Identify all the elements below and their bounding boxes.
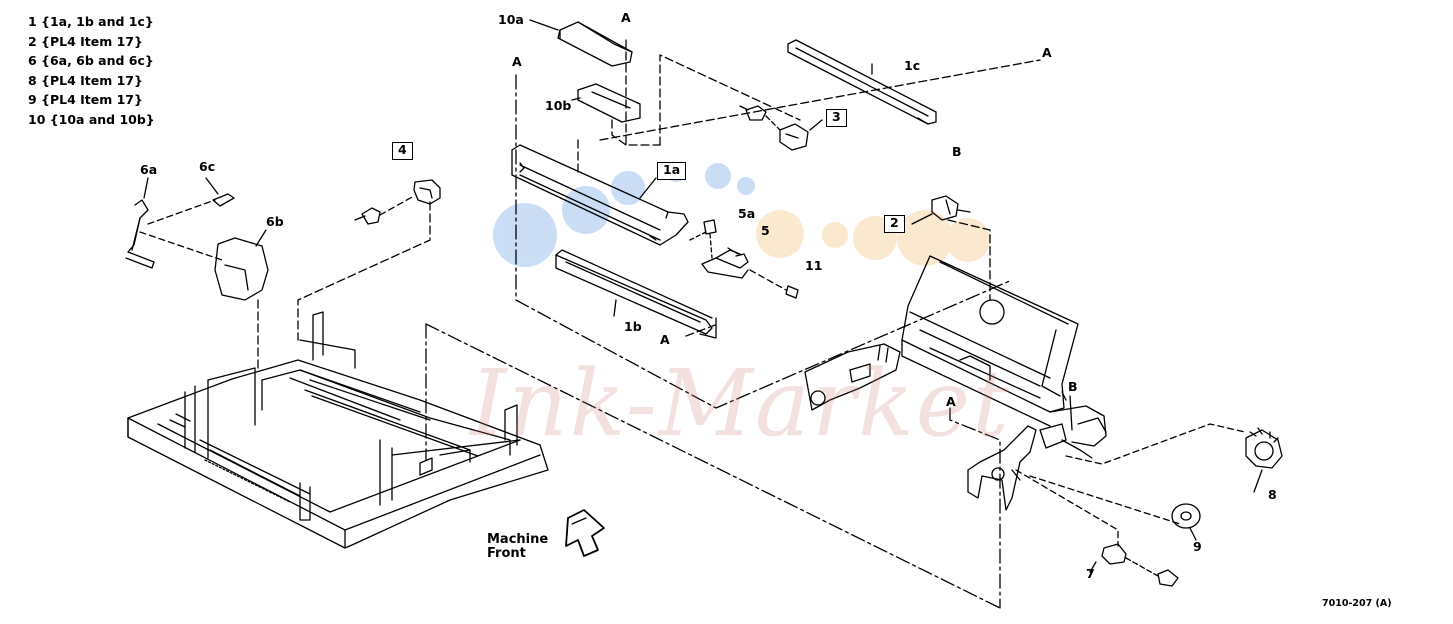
part-3-bushing (739, 105, 823, 151)
part-9-gear (1171, 503, 1201, 541)
callout-6b: 6b (266, 214, 284, 229)
ref-letter-a: A (1042, 45, 1052, 60)
reference-lines (425, 59, 1041, 609)
leader-lines (143, 63, 1263, 493)
legend-line: 8 {PL4 Item 17} (28, 72, 143, 88)
parts-legend: 1 {1a, 1b and 1c} 2 {PL4 Item 17} 6 {6a, 6… (28, 12, 155, 130)
part-10a-plate (529, 19, 633, 67)
part-8-gear (1245, 427, 1283, 469)
callout-6c: 6c (199, 159, 216, 174)
machine-front-label: Machine Front (487, 533, 548, 561)
base-tray (127, 311, 549, 549)
callout-6a: 6a (140, 162, 158, 177)
ref-letter-a: A (946, 394, 956, 409)
callout-7: 7 (1086, 566, 1095, 581)
callout-1a-boxed: 1a (657, 162, 687, 180)
callout-5: 5 (761, 223, 770, 238)
part-2-gear (911, 195, 991, 301)
legend-line: 10 {10a and 10b} (28, 111, 155, 127)
legend-line: 6 {6a, 6b and 6c} (28, 53, 154, 69)
center-frame-outline (515, 39, 1013, 409)
legend-line: 1 {1a, 1b and 1c} (28, 14, 154, 29)
rail-1a (511, 144, 689, 246)
lower-side-bracket (967, 425, 1181, 525)
part-7-clip (1015, 469, 1179, 587)
ref-letter-a: A (621, 10, 631, 25)
callout-2-boxed: 2 (884, 215, 905, 233)
callout-10b: 10b (545, 98, 572, 113)
callout-b-mid: B (1068, 379, 1078, 394)
machine-front-arrow (565, 509, 605, 557)
part-5-bracket (689, 219, 787, 291)
callout-10a: 10a (498, 12, 524, 27)
callout-4-boxed: 4 (392, 142, 413, 160)
watermark-text: Ink-Market (470, 350, 1012, 457)
callout-1b: 1b (624, 319, 642, 334)
part-11-screw (785, 285, 799, 299)
ref-letter-a: A (512, 54, 522, 69)
part-6-assembly (125, 193, 269, 373)
callout-3-boxed: 3 (826, 109, 847, 127)
part-10b-plate (571, 83, 641, 123)
document-number: 7010-207 (A) (1322, 598, 1392, 609)
callout-11: 11 (805, 258, 823, 273)
right-side-frame (804, 255, 1246, 465)
rail-1b (555, 249, 717, 339)
legend-line: 9 {PL4 Item 17} (28, 92, 143, 108)
part-4-bracket (297, 179, 441, 341)
callout-5a: 5a (738, 206, 756, 221)
callout-9: 9 (1193, 539, 1202, 554)
rail-1c (787, 39, 937, 125)
ref-letter-a: A (660, 332, 670, 347)
machine-front-line2: Front (487, 546, 526, 561)
callout-b-top: B (952, 144, 962, 159)
callout-8: 8 (1268, 487, 1277, 502)
machine-front-line1: Machine (487, 532, 549, 547)
legend-line: 2 {PL4 Item 17} (28, 33, 143, 49)
callout-1c: 1c (904, 58, 921, 73)
